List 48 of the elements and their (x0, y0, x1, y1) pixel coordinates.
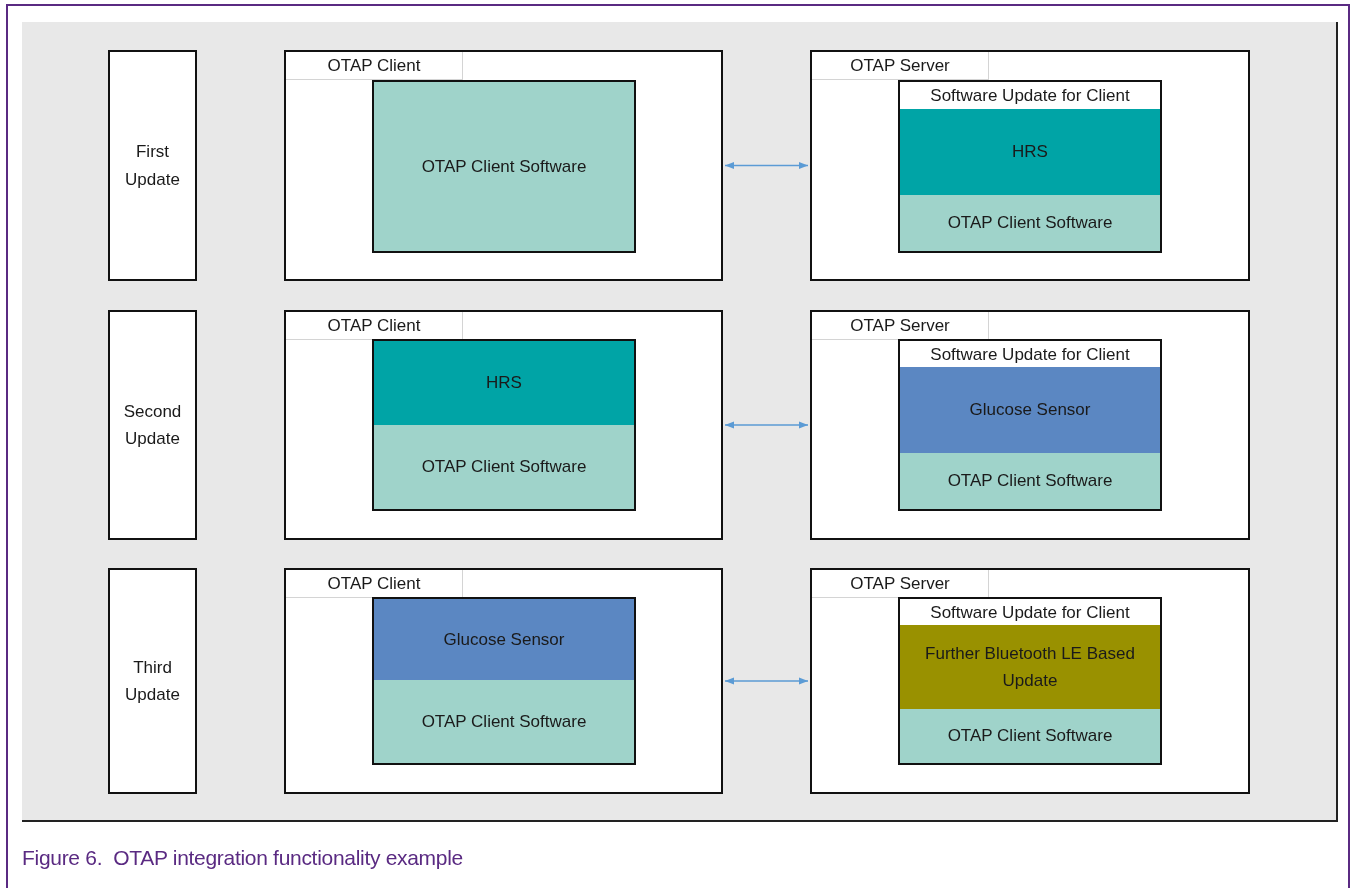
software-block (900, 709, 1160, 763)
software-block (374, 341, 634, 425)
update-package-box (898, 339, 1162, 511)
block-label: Glucose Sensor (968, 399, 1092, 422)
software-block (900, 109, 1160, 195)
panel-title: OTAP Client (286, 570, 463, 598)
block-label: HRS (1011, 141, 1049, 164)
device-panel (284, 310, 723, 540)
software-block (900, 453, 1160, 509)
block-label: OTAP Client Software (946, 470, 1114, 493)
stage-label: Second Update (122, 400, 183, 450)
block-label: OTAP Client Software (420, 155, 588, 178)
block-label: OTAP Client Software (946, 212, 1114, 235)
stage-box (108, 310, 197, 540)
figure-caption: Figure 6. OTAP integration functionality example (22, 846, 463, 870)
device-panel (810, 310, 1250, 540)
stage-label: Third Update (124, 656, 181, 706)
block-label: OTAP Client Software (420, 456, 588, 479)
stage-box (108, 50, 197, 281)
block-label: HRS (485, 372, 523, 395)
update-package-box (898, 597, 1162, 765)
software-block (374, 680, 634, 763)
software-block (900, 625, 1160, 709)
block-label: OTAP Client Software (420, 710, 588, 733)
software-block (374, 599, 634, 680)
bidirectional-arrow (724, 421, 809, 429)
software-stack-box (372, 339, 636, 511)
software-block (372, 80, 636, 253)
block-label: Further Bluetooth LE Based Update (924, 642, 1136, 692)
bidirectional-arrow (724, 677, 809, 685)
package-title: Software Update for Client (929, 85, 1131, 108)
panel-title: OTAP Client (286, 312, 463, 340)
software-block (900, 367, 1160, 453)
package-title: Software Update for Client (929, 344, 1131, 367)
block-label: OTAP Client Software (946, 725, 1114, 748)
software-block (900, 195, 1160, 251)
device-panel (810, 568, 1250, 794)
software-block (374, 425, 634, 509)
package-title: Software Update for Client (929, 602, 1131, 625)
device-panel (284, 568, 723, 794)
device-panel (284, 50, 723, 281)
device-panel (810, 50, 1250, 281)
stage-box (108, 568, 197, 794)
bidirectional-arrow (724, 161, 809, 170)
block-label: Glucose Sensor (442, 628, 566, 651)
software-stack-box (372, 597, 636, 765)
update-package-box (898, 80, 1162, 253)
stage-label: First Update (124, 141, 181, 191)
